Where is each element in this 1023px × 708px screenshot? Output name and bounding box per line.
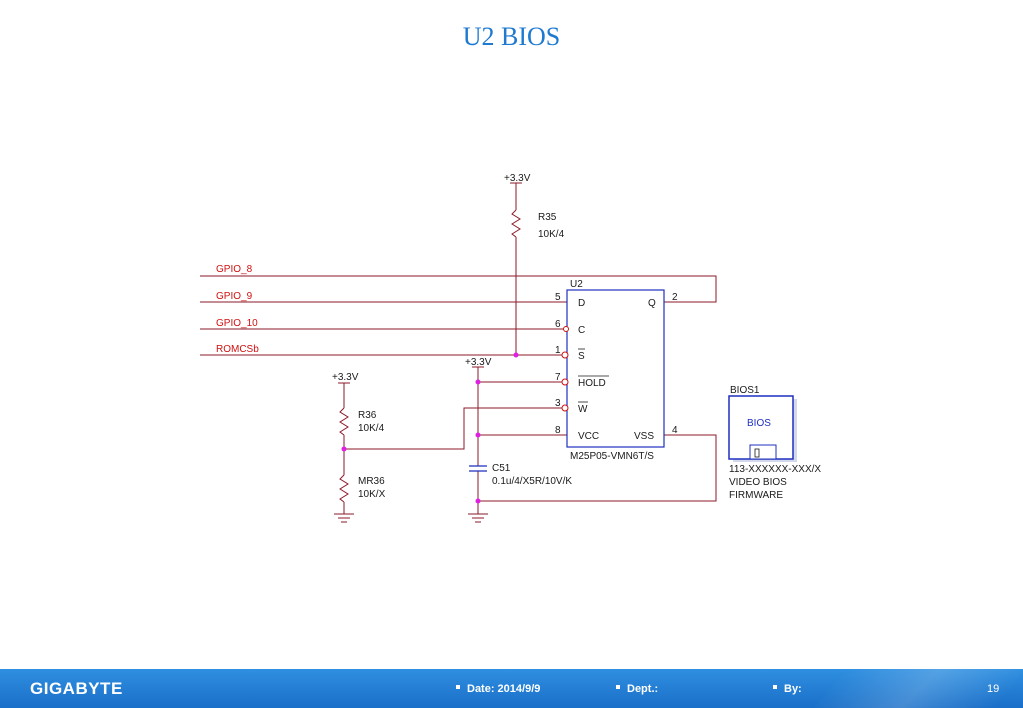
- pin-s-name: S: [578, 351, 585, 362]
- u2-chip-body: [566, 289, 665, 448]
- bios1-ref: BIOS1: [730, 385, 760, 396]
- u2-part-number: M25P05-VMN6T/S: [570, 451, 654, 462]
- pin-c-name: C: [578, 325, 585, 336]
- signal-romcsb: ROMCSb: [216, 344, 259, 355]
- pin-w-bubble: [561, 404, 569, 412]
- pin-c-bubble: [563, 326, 569, 332]
- mr36-resistor: [339, 474, 349, 503]
- pin-s-number: 1: [555, 345, 561, 356]
- signal-gpio10: GPIO_10: [216, 318, 258, 329]
- signal-gpio8: GPIO_8: [216, 264, 253, 275]
- bullet-icon: [456, 685, 460, 690]
- r35-value: 10K/4: [538, 229, 565, 240]
- top-power-label: +3.3V: [504, 173, 531, 184]
- footer-bar: GIGABYTE Date: 2014/9/9 Dept.: By: 19: [0, 669, 1023, 708]
- signal-gpio9: GPIO_9: [216, 291, 253, 302]
- gigabyte-logo: GIGABYTE: [30, 679, 123, 698]
- pin-vcc-number: 8: [555, 425, 561, 436]
- pin-vss-name: VSS: [634, 431, 654, 442]
- pin-hold-name: HOLD: [578, 378, 606, 389]
- w-wire: [344, 407, 563, 450]
- left-power-label: +3.3V: [332, 372, 359, 383]
- r36-ref: R36: [358, 410, 377, 421]
- pin-q-name: Q: [648, 298, 656, 309]
- bullet-icon: [616, 685, 620, 690]
- footer-by: By:: [773, 683, 802, 695]
- bios-chip-label: BIOS: [747, 418, 771, 429]
- mr36-value: 10K/X: [358, 489, 386, 500]
- r35-resistor: [511, 209, 521, 238]
- bios-schematic: +3.3V R35 10K/4 GPIO_8 GPIO_9 GPIO_10 RO…: [200, 173, 821, 523]
- footer-dept-text: Dept.:: [627, 683, 659, 695]
- gpio8-wire: [200, 275, 717, 303]
- junction-romcsb: [513, 352, 519, 358]
- junction-w: [341, 446, 347, 452]
- pin-q-number: 2: [672, 292, 678, 303]
- c51-value: 0.1u/4/X5R/10V/K: [492, 476, 572, 487]
- footer-by-text: By:: [784, 683, 802, 695]
- bios-chip-icon: [728, 395, 797, 462]
- junction-hold: [475, 379, 481, 385]
- u2-ref: U2: [570, 279, 583, 290]
- junction-vcc: [475, 432, 481, 438]
- bios-part-number: 113-XXXXXX-XXX/X: [729, 464, 821, 475]
- pin-w-number: 3: [555, 398, 561, 409]
- footer-date-text: Date: 2014/9/9: [467, 683, 541, 695]
- c51-ref: C51: [492, 463, 511, 474]
- pin-w-name: W: [578, 404, 588, 415]
- junction-vss: [475, 498, 481, 504]
- bullet-icon: [773, 685, 777, 690]
- pin-hold-number: 7: [555, 372, 561, 383]
- r36-value: 10K/4: [358, 423, 385, 434]
- r36-resistor: [339, 407, 349, 436]
- vss-wire: [478, 434, 717, 502]
- mr36-ref: MR36: [358, 476, 385, 487]
- pin-s-bubble: [561, 351, 569, 359]
- bios-desc-line2: FIRMWARE: [729, 490, 783, 501]
- pin-d-number: 5: [555, 292, 561, 303]
- mid-power-label: +3.3V: [465, 357, 492, 368]
- pin-vcc-name: VCC: [578, 431, 599, 442]
- pin-c-number: 6: [555, 319, 561, 330]
- pin-hold-bubble: [561, 378, 569, 386]
- page-title: U2 BIOS: [462, 22, 561, 51]
- footer-date: Date: 2014/9/9: [456, 683, 540, 695]
- bios-desc-line1: VIDEO BIOS: [729, 477, 787, 488]
- page-number: 19: [987, 683, 1000, 695]
- r35-ref: R35: [538, 212, 557, 223]
- footer-dept: Dept.:: [616, 683, 658, 695]
- pin-d-name: D: [578, 298, 585, 309]
- pin-vss-number: 4: [672, 425, 678, 436]
